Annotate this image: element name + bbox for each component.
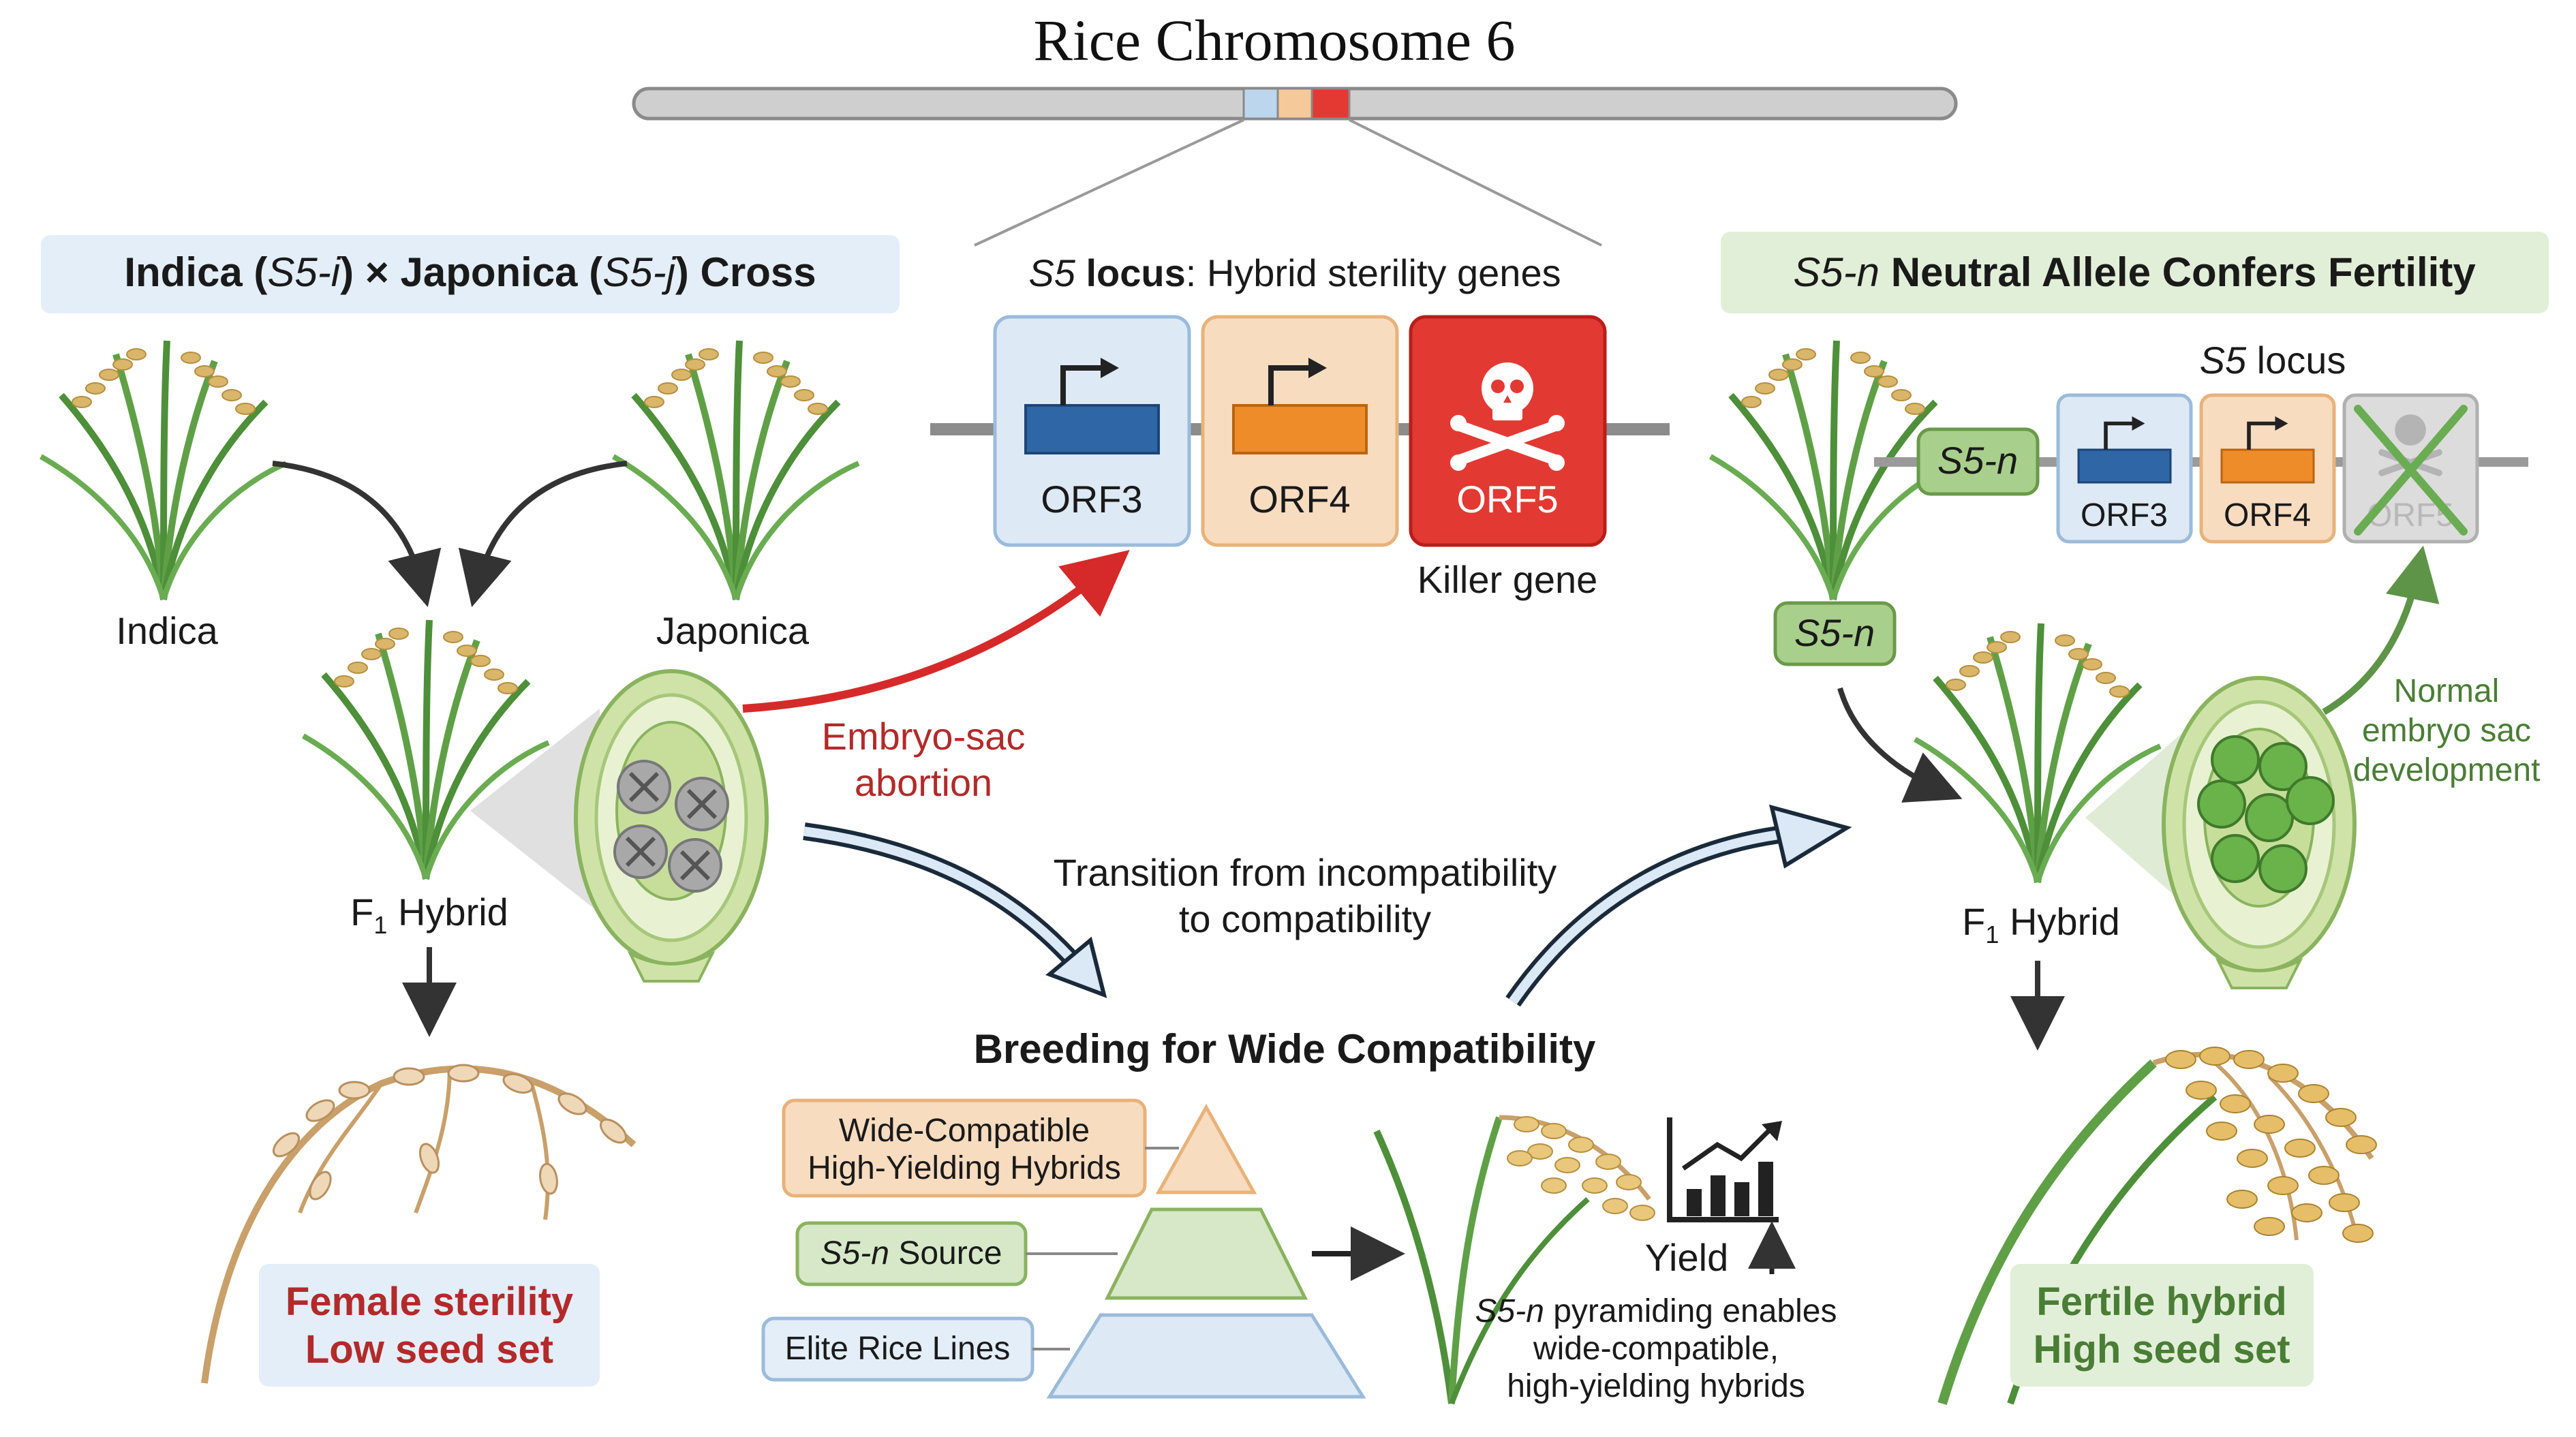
zoom-line-right bbox=[1349, 119, 1602, 247]
left-header-box bbox=[41, 235, 900, 313]
center-header: S5 locus: Hybrid sterility genes bbox=[1028, 251, 1561, 294]
right-orf3-label: ORF3 bbox=[2081, 497, 2168, 534]
left-result-line2: Low seed set bbox=[305, 1327, 553, 1372]
right-header-box bbox=[1721, 232, 2549, 313]
chromosome-band-orf3 bbox=[1242, 87, 1279, 120]
normal-label-line1: Normal bbox=[2394, 673, 2500, 709]
right-cross-arrow bbox=[1837, 687, 1963, 803]
orf5-label: ORF5 bbox=[1456, 478, 1558, 521]
abortion-label-line1: Embryo-sac bbox=[822, 715, 1026, 758]
right-orf4-gene bbox=[2220, 448, 2315, 484]
pyramid-middle bbox=[1104, 1207, 1308, 1300]
indica-label: Indica bbox=[116, 609, 218, 652]
left-header: Indica (S5-i) × Japonica (S5-j) Cross bbox=[124, 249, 816, 295]
breeding-caption-line1: S5-n pyramiding enables bbox=[1475, 1293, 1837, 1329]
tier-top-line2: High-Yielding Hybrids bbox=[808, 1150, 1121, 1186]
zoom-line-left bbox=[974, 119, 1244, 247]
inactive-skull-icon bbox=[2378, 414, 2442, 476]
transition-arrowhead-down bbox=[1045, 936, 1107, 998]
orf4-gene bbox=[1232, 404, 1368, 454]
orf4-label: ORF4 bbox=[1248, 478, 1350, 521]
plant-allele-tag bbox=[1773, 601, 1897, 666]
right-orf3-gene bbox=[2077, 448, 2172, 484]
pyramid-bottom bbox=[1046, 1313, 1366, 1399]
sterile-panicle bbox=[201, 1064, 637, 1384]
chromosome-band-orf5 bbox=[1310, 87, 1351, 120]
japonica-label: Japonica bbox=[656, 609, 810, 652]
left-result-line1: Female sterility bbox=[286, 1280, 573, 1324]
indica-plant bbox=[41, 341, 286, 600]
chromosome-title: Rice Chromosome 6 bbox=[1033, 7, 1515, 73]
transition-arrowhead-up bbox=[1768, 804, 1852, 869]
knockout-cross-icon bbox=[2354, 405, 2468, 536]
chromosome-band-orf4 bbox=[1276, 87, 1313, 120]
transition-label-line1: Transition from incompatibility bbox=[1054, 851, 1557, 894]
zoom-cone-left bbox=[470, 709, 600, 913]
left-result-box bbox=[259, 1264, 600, 1387]
normal-label-line2: embryo sac bbox=[2362, 713, 2531, 749]
cross-arrow-right bbox=[458, 461, 628, 608]
abortion-arrow bbox=[742, 550, 1130, 713]
tier-bottom-label: Elite Rice Lines bbox=[785, 1331, 1011, 1367]
right-result-line1: Fertile hybrid bbox=[2036, 1280, 2286, 1324]
cross-arrow-left bbox=[272, 461, 442, 608]
breeding-rice-plant bbox=[1373, 1115, 1655, 1405]
locus-allele-tag bbox=[1916, 427, 2040, 496]
transition-arrow-down-outline bbox=[803, 822, 1098, 987]
breeding-caption-line3: high-yielding hybrids bbox=[1507, 1368, 1805, 1404]
transition-label-line2: to compatibility bbox=[1179, 897, 1431, 940]
tier-mid-label: S5-n Source bbox=[821, 1235, 1002, 1271]
breeding-caption-line2: wide-compatible, bbox=[1533, 1331, 1779, 1367]
locus-allele-label: S5-n bbox=[1937, 439, 2018, 482]
orf3-label: ORF3 bbox=[1041, 478, 1142, 521]
f1-hybrid-label-right: F1 Hybrid bbox=[1962, 900, 2120, 948]
normal-development-arrow bbox=[2322, 545, 2440, 715]
orf5-box bbox=[1409, 315, 1607, 547]
transition-arrow-up bbox=[1509, 830, 1780, 1004]
aborted-ovule bbox=[576, 671, 767, 981]
aborted-cells bbox=[613, 760, 729, 893]
transition-arrow-down bbox=[803, 826, 1094, 985]
right-result-line2: High seed set bbox=[2033, 1327, 2290, 1372]
right-orf4-label: ORF4 bbox=[2224, 497, 2311, 534]
plant-allele-label: S5-n bbox=[1794, 611, 1875, 654]
right-locus-label: S5 locus bbox=[2200, 339, 2346, 382]
normal-label-line3: development bbox=[2353, 752, 2541, 788]
pyramid-top bbox=[1155, 1103, 1257, 1194]
right-header: S5-n Neutral Allele Confers Fertility bbox=[1793, 249, 2476, 295]
japonica-plant bbox=[613, 341, 859, 600]
f1-hybrid-label-left: F1 Hybrid bbox=[350, 891, 508, 939]
breeding-title: Breeding for Wide Compatibility bbox=[974, 1026, 1596, 1072]
killer-gene-label: Killer gene bbox=[1417, 558, 1598, 601]
abortion-label-line2: abortion bbox=[855, 761, 992, 804]
yield-chart-icon bbox=[1667, 1117, 1782, 1222]
yield-label: Yield bbox=[1645, 1236, 1728, 1279]
fertile-panicle bbox=[1937, 1047, 2377, 1406]
healthy-cells bbox=[2197, 735, 2335, 893]
tier-top-line1: Wide-Compatible bbox=[839, 1113, 1090, 1149]
right-result-box bbox=[2010, 1264, 2314, 1387]
orf3-gene bbox=[1024, 404, 1160, 454]
